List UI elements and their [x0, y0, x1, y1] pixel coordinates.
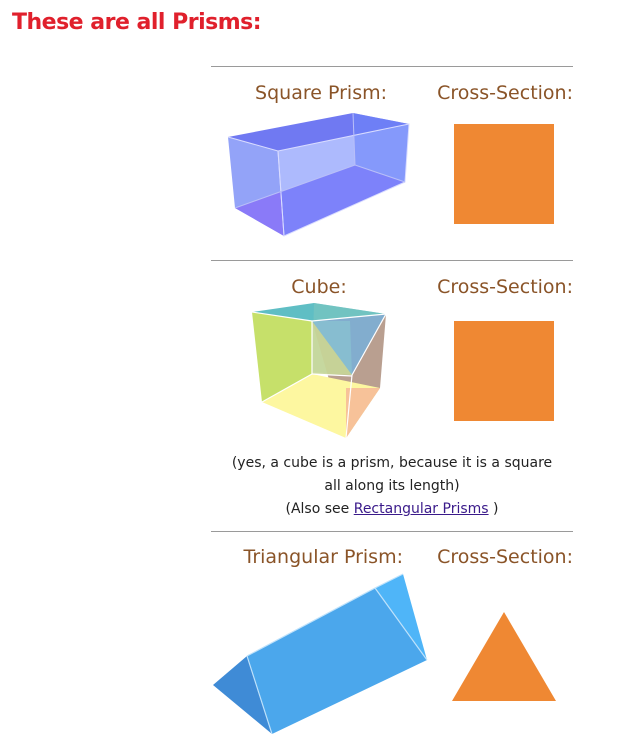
cube-cross-section-label: Cross-Section: — [437, 276, 573, 298]
see-also-prefix: (Also see — [285, 501, 354, 517]
section-divider — [211, 260, 573, 261]
rectangular-prisms-link[interactable]: Rectangular Prisms — [353, 501, 489, 517]
triangular-prism-icon — [213, 573, 428, 734]
see-also-suffix: ) — [488, 501, 499, 517]
section-divider — [211, 66, 573, 67]
see-also: (Also see Rectangular Prisms ) — [211, 498, 573, 521]
square-prism-label: Square Prism: — [255, 82, 387, 104]
square-prism-icon — [227, 112, 410, 237]
triangle-cross-section-icon — [452, 612, 556, 701]
page-heading: These are all Prisms: — [12, 10, 262, 35]
triangular-prism-cross-section-label: Cross-Section: — [437, 546, 573, 568]
cube-cross-section-icon — [454, 321, 554, 421]
square-prism-cross-section-label: Cross-Section: — [437, 82, 573, 104]
cube-note: (yes, a cube is a prism, because it is a… — [211, 452, 573, 521]
cube-note-line2: all along its length) — [324, 478, 460, 494]
square-cross-section-icon — [454, 124, 554, 224]
section-divider — [211, 531, 573, 532]
cube-note-line1: (yes, a cube is a prism, because it is a… — [231, 455, 553, 471]
triangular-prism-label: Triangular Prism: — [243, 546, 404, 568]
cube-label: Cube: — [291, 276, 347, 298]
cube-icon — [251, 303, 387, 439]
